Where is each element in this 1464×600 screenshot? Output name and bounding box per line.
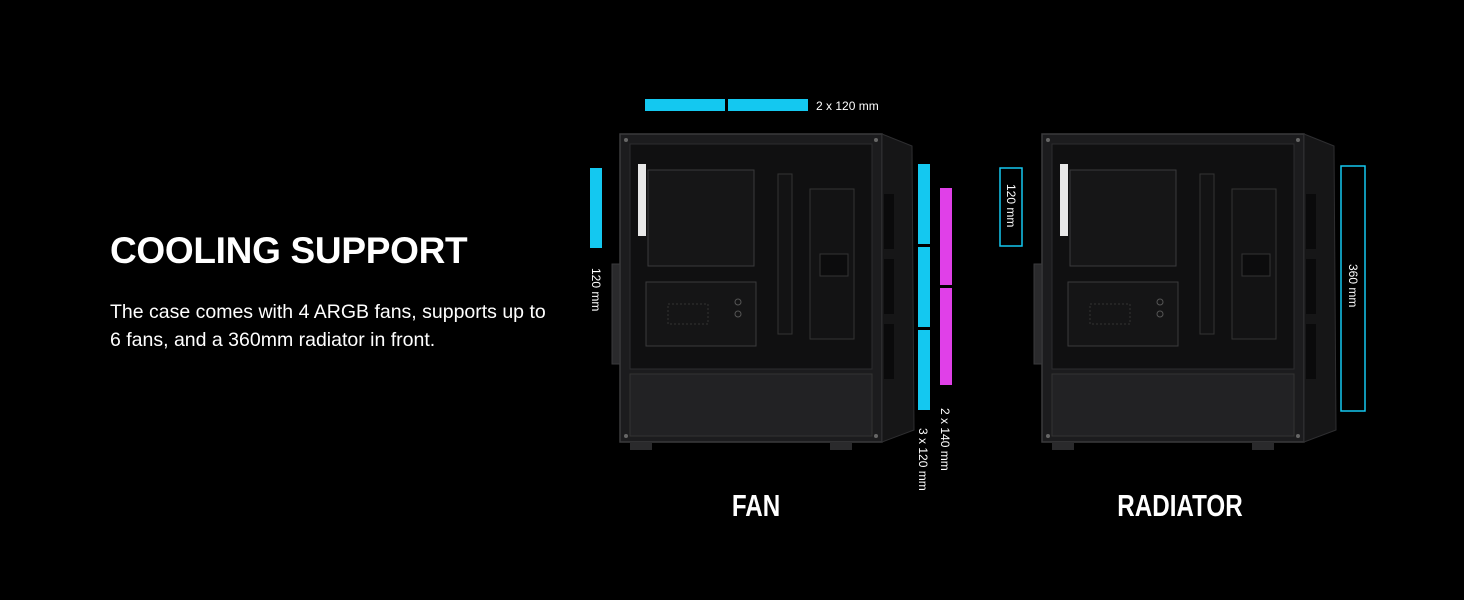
fan-case-illustration xyxy=(611,133,915,451)
section-description: The case comes with 4 ARGB fans, support… xyxy=(110,301,546,351)
front-fan-120-bar-1 xyxy=(918,164,930,244)
top-fan-bar-2 xyxy=(728,99,808,111)
front-fan-120-bar-3 xyxy=(918,330,930,410)
front-fan-140-label: 2 x 140 mm xyxy=(938,408,952,471)
front-fan-140-bar-1 xyxy=(940,188,952,285)
top-fan-bar-1 xyxy=(645,99,725,111)
radiator-case-illustration xyxy=(1033,133,1337,451)
rear-radiator-outline xyxy=(999,167,1023,247)
rear-radiator-label: 120 mm xyxy=(1004,184,1018,228)
front-radiator-outline xyxy=(1340,165,1366,412)
front-radiator-label: 360 mm xyxy=(1346,264,1360,308)
front-fan-120-label: 3 x 120 mm xyxy=(916,428,930,491)
rear-fan-bar xyxy=(590,168,602,248)
radiator-caption: RADIATOR xyxy=(1117,488,1243,523)
top-fan-label: 2 x 120 mm xyxy=(816,99,879,113)
fan-caption: FAN xyxy=(731,488,781,523)
rear-fan-label: 120 mm xyxy=(589,268,603,312)
front-fan-120-bar-2 xyxy=(918,247,930,327)
front-fan-140-bar-2 xyxy=(940,288,952,385)
section-heading: COOLING SUPPORT xyxy=(110,230,468,271)
